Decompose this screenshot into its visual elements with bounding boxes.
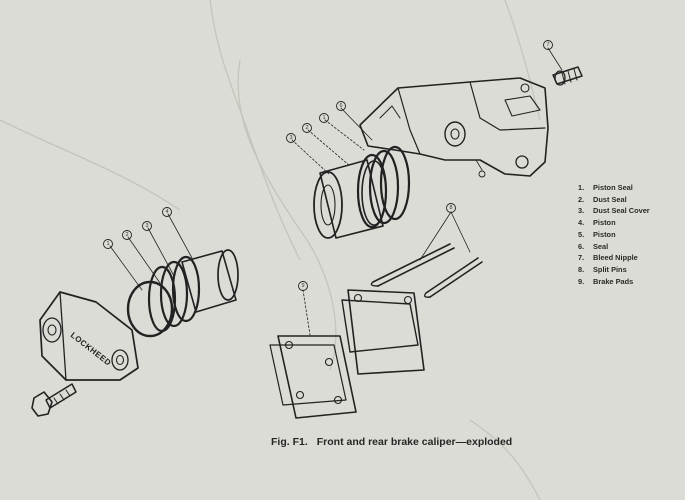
caliper-bolt <box>31 383 77 417</box>
callout-rear-6: 6 <box>336 101 346 111</box>
parts-list-number: 5. <box>578 229 585 239</box>
parts-list-number: 6. <box>578 241 585 251</box>
parts-list-number: 3. <box>578 206 585 216</box>
parts-list-name: Dust Seal <box>593 194 627 204</box>
parts-list-number: 4. <box>578 218 585 228</box>
svg-text:2: 2 <box>125 232 128 238</box>
svg-text:4: 4 <box>165 209 168 215</box>
callout-front-2: 2 <box>122 230 132 240</box>
callout-front-3: 3 <box>142 221 152 231</box>
parts-list-name: Split Pins <box>593 264 627 274</box>
parts-list-number: 1. <box>578 183 585 192</box>
split-pins <box>370 243 483 298</box>
rear-caliper-body <box>359 77 549 177</box>
parts-list-name: Dust Seal Cover <box>593 206 650 216</box>
svg-text:7: 7 <box>546 42 549 48</box>
callout-front-1: 1 <box>103 239 113 249</box>
svg-text:2: 2 <box>305 125 308 131</box>
parts-list-name: Piston <box>593 218 616 228</box>
parts-list-name: Piston <box>593 229 616 239</box>
svg-text:1: 1 <box>106 241 109 247</box>
brake-pads <box>269 289 425 419</box>
callout-rear-1: 1 <box>319 113 329 123</box>
parts-list-name: Seal <box>593 241 609 251</box>
callout-front-4: 4 <box>162 207 172 217</box>
callouts: 1 2 3 4 3 2 1 6 7 8 9 <box>103 40 563 336</box>
parts-list-number: 2. <box>578 194 585 204</box>
front-piston-assembly <box>126 249 239 338</box>
figure-caption-text: Front and rear brake caliper—exploded <box>316 436 513 448</box>
parts-list-name: Piston Seal <box>593 183 633 192</box>
background-ghost-lines <box>0 0 541 500</box>
svg-text:3: 3 <box>289 135 292 141</box>
figure-caption: Fig. F1. Front and rear brake caliper—exp… <box>271 436 512 448</box>
parts-list-name: Bleed Nipple <box>593 253 638 263</box>
parts-list-item: 2. Dust Seal <box>578 194 650 206</box>
parts-list-item: 3. Dust Seal Cover <box>578 205 650 217</box>
svg-text:8: 8 <box>449 205 452 211</box>
parts-list-item: 9. Brake Pads <box>578 276 650 288</box>
bleed-nipple <box>552 66 583 86</box>
callout-rear-body-mark <box>478 170 486 178</box>
parts-list: 1. Piston Seal 2. Dust Seal 3. Dust Seal Co… <box>578 182 650 287</box>
callout-brake-pads: 9 <box>298 281 308 291</box>
svg-text:9: 9 <box>301 283 304 289</box>
parts-list-name: Brake Pads <box>593 276 634 286</box>
parts-list-number: 7. <box>578 253 585 263</box>
caliper-cast-lettering: LOCKHEED <box>69 330 113 367</box>
rear-piston-assembly <box>313 145 411 239</box>
svg-text:6: 6 <box>339 103 342 109</box>
parts-list-item: 1. Piston Seal <box>578 182 650 194</box>
svg-text:1: 1 <box>322 115 325 121</box>
parts-list-item: 5. Piston <box>578 229 650 241</box>
front-caliper-body: LOCKHEED <box>39 291 139 381</box>
parts-list-number: 8. <box>578 264 585 274</box>
callout-rear-3: 3 <box>286 133 296 143</box>
svg-text:3: 3 <box>145 223 148 229</box>
callout-split-pins: 8 <box>446 203 456 213</box>
figure-caption-label: Fig. F1. <box>271 436 308 448</box>
callout-rear-2: 2 <box>302 123 312 133</box>
parts-list-number: 9. <box>578 276 585 286</box>
parts-list-item: 4. Piston <box>578 217 650 229</box>
callout-bleed-nipple: 7 <box>543 40 553 50</box>
parts-list-item: 7. Bleed Nipple <box>578 252 650 264</box>
parts-list-item: 6. Seal <box>578 241 650 253</box>
parts-list-item: 8. Split Pins <box>578 264 650 276</box>
